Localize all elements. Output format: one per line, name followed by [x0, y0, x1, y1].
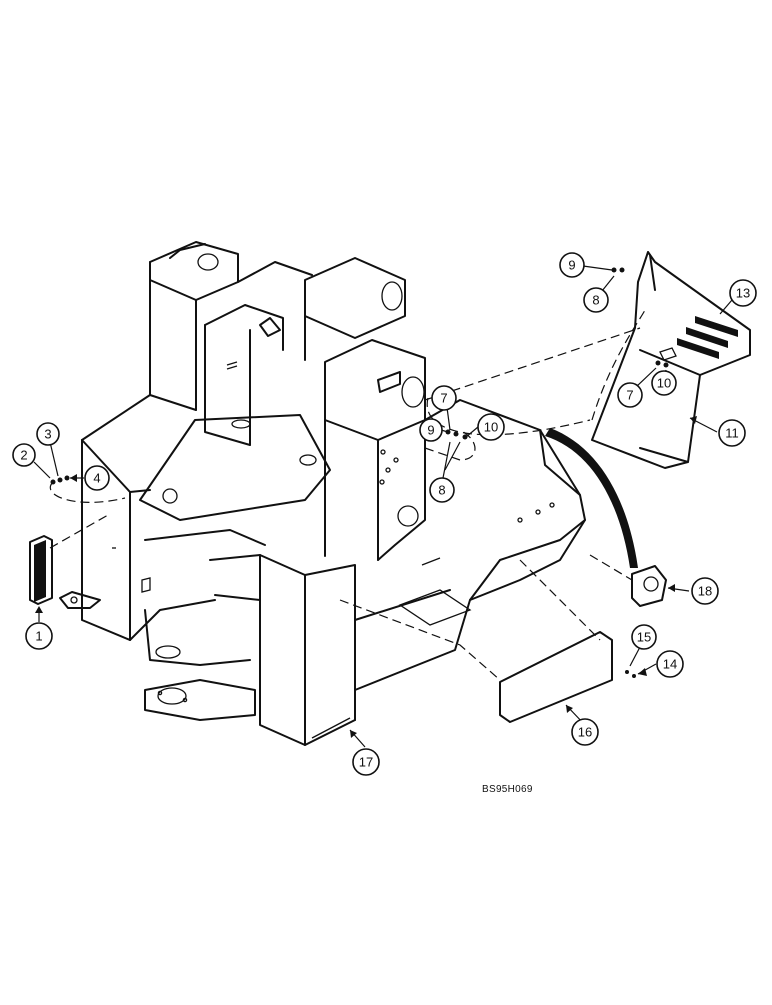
svg-text:11: 11: [725, 426, 739, 441]
part-11-shield: [591, 251, 751, 469]
svg-text:7: 7: [626, 388, 633, 403]
dashed-locator-lines: [49, 309, 646, 681]
callout-8: 8: [429, 477, 455, 503]
svg-text:10: 10: [484, 420, 498, 435]
callout-14: 14: [656, 650, 684, 678]
part-1-pad: [29, 535, 53, 605]
callout-4: 4: [84, 465, 110, 491]
callout-16: 16: [571, 718, 599, 746]
svg-text:9: 9: [568, 258, 575, 273]
svg-text:8: 8: [592, 293, 599, 308]
callout-9: 9: [419, 418, 443, 442]
part-18-plate: [631, 565, 667, 607]
svg-text:15: 15: [637, 630, 651, 645]
svg-text:7: 7: [440, 391, 447, 406]
svg-text:8: 8: [438, 483, 445, 498]
svg-text:2: 2: [20, 448, 27, 463]
callout-13: 13: [729, 279, 757, 307]
svg-text:13: 13: [736, 286, 750, 301]
callout-11: 11: [718, 419, 746, 447]
svg-text:9: 9: [427, 423, 434, 438]
leader-arrowheads: [35, 416, 697, 738]
hardware-dots: [50, 267, 669, 678]
curved-strip: [545, 428, 638, 568]
svg-text:1: 1: [35, 629, 42, 644]
svg-text:17: 17: [359, 755, 373, 770]
svg-text:4: 4: [93, 471, 100, 486]
callout-9-upper: 9: [559, 252, 585, 278]
svg-text:10: 10: [657, 376, 671, 391]
part-16-plate: [499, 631, 613, 723]
callout-18: 18: [691, 577, 719, 605]
drawing-code: BS95H069: [482, 784, 533, 795]
svg-text:14: 14: [663, 657, 677, 672]
main-frame-drawing: [59, 241, 586, 746]
callout-7: 7: [431, 385, 457, 411]
callout-2: 2: [12, 443, 36, 467]
callout-1: 1: [25, 622, 53, 650]
svg-text:16: 16: [578, 725, 592, 740]
callout-10: 10: [477, 413, 505, 441]
svg-text:18: 18: [698, 584, 712, 599]
svg-text:3: 3: [44, 427, 51, 442]
callout-8-upper: 8: [583, 287, 609, 313]
callout-15: 15: [631, 624, 657, 650]
callouts: 1 2 3 4 7 9 10 8 9 8 13 7 10 11 18 15 14…: [12, 252, 757, 776]
callout-17: 17: [352, 748, 380, 776]
callout-3: 3: [36, 422, 60, 446]
callout-10-shield: 10: [651, 370, 677, 396]
callout-7-shield: 7: [617, 382, 643, 408]
